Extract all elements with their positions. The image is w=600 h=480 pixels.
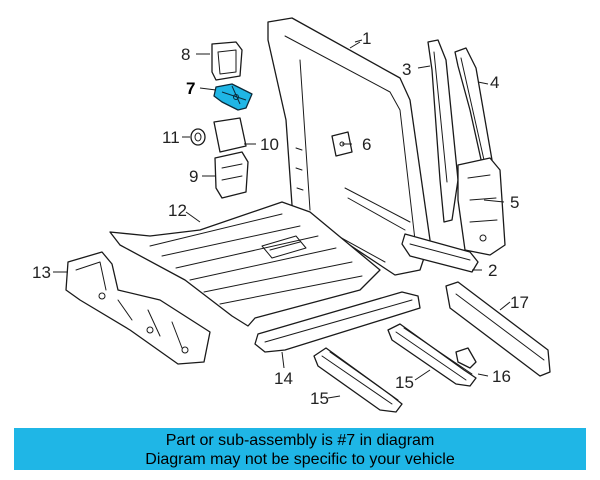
- callout-5: 5: [510, 193, 519, 212]
- callout-labels: 1 2 3 4 5 6 7 8 9 10 11 12 13 14 15 15 1…: [32, 29, 529, 408]
- part-5-pillar-panel[interactable]: [457, 157, 506, 256]
- callout-2: 2: [488, 261, 497, 280]
- part-13-crossmember[interactable]: [65, 251, 211, 365]
- part-14-rail[interactable]: [254, 291, 421, 353]
- callout-6: 6: [362, 135, 371, 154]
- callout-16: 16: [492, 367, 511, 386]
- part-12-floor-pan[interactable]: [109, 201, 381, 327]
- callout-10: 10: [260, 135, 279, 154]
- part-3-pillar-strip[interactable]: [427, 39, 459, 223]
- parts-diagram: 1 2 3 4 5 6 7 8 9 10 11 12 13 14 15 15 1…: [32, 17, 551, 413]
- part-9-panel[interactable]: [214, 151, 249, 199]
- callout-15-left: 15: [310, 389, 329, 408]
- banner-line-1: Part or sub-assembly is #7 in diagram: [165, 432, 435, 449]
- part-2-rocker[interactable]: [401, 233, 479, 273]
- callout-7: 7: [186, 79, 195, 98]
- callout-3: 3: [402, 60, 411, 79]
- callout-1: 1: [362, 29, 371, 48]
- part-15-crossmember-right[interactable]: [387, 323, 477, 387]
- callout-12: 12: [168, 201, 187, 220]
- callout-15-right: 15: [395, 373, 414, 392]
- callout-9: 9: [189, 167, 198, 186]
- part-11-plug[interactable]: [190, 128, 206, 146]
- callout-8: 8: [181, 45, 190, 64]
- part-8-bracket[interactable]: [211, 41, 243, 81]
- callout-17: 17: [510, 293, 529, 312]
- part-4-pillar-trim[interactable]: [454, 47, 493, 165]
- info-banner: Part or sub-assembly is #7 in diagram Di…: [14, 428, 586, 470]
- banner-line-2: Diagram may not be specific to your vehi…: [145, 451, 455, 468]
- part-10-plate[interactable]: [213, 117, 247, 153]
- part-16-bracket[interactable]: [455, 347, 477, 369]
- callout-13: 13: [32, 263, 51, 282]
- part-17-panel[interactable]: [445, 281, 551, 377]
- callout-14: 14: [274, 369, 293, 388]
- leader-lines: [53, 39, 511, 399]
- callout-11: 11: [162, 128, 180, 147]
- callout-4: 4: [490, 73, 499, 92]
- part-7-highlighted-bracket[interactable]: [213, 83, 253, 111]
- part-15-crossmember-left[interactable]: [313, 347, 403, 413]
